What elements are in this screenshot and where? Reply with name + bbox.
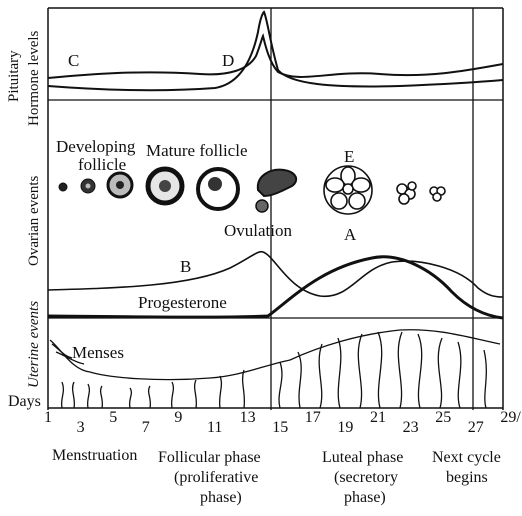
follicle-growing-core: [159, 180, 171, 192]
side-label-ovarian: Ovarian events: [26, 175, 42, 266]
phase-follicular: Follicular phase: [158, 449, 261, 466]
phase-follicular-phase: phase): [200, 489, 242, 506]
progesterone-curve: [47, 255, 504, 320]
label-c: C: [68, 51, 79, 70]
follicle-primary-core: [85, 183, 91, 189]
label-b: B: [180, 257, 191, 276]
day-tick-8: 15: [272, 419, 288, 436]
phase-next-begins: begins: [446, 469, 488, 486]
follicle-sequence: [58, 166, 298, 213]
day-tick-9: 17: [305, 409, 321, 426]
day-tick-15: 29/1: [500, 409, 522, 426]
phase-menstruation: Menstruation: [52, 447, 137, 464]
pituitary-curves: [47, 10, 504, 92]
label-ovulation: Ovulation: [224, 221, 292, 240]
label-follicle: follicle: [78, 155, 126, 174]
corpus-luteum-sequence: [323, 165, 446, 215]
day-tick-10: 19: [337, 419, 353, 436]
corpus-albicans: [429, 186, 446, 202]
label-menses: Menses: [72, 343, 124, 362]
day-tick-6: 11: [207, 419, 222, 436]
uterine-lining: [48, 329, 503, 409]
day-tick-12: 23: [403, 419, 419, 436]
corpus-luteum: [323, 165, 373, 215]
curve-labels: C D E B A Progesterone: [68, 51, 357, 312]
follicle-secondary-core: [116, 181, 124, 189]
label-progesterone: Progesterone: [138, 293, 227, 312]
phase-next-cycle: Next cycle: [432, 449, 501, 466]
label-developing: Developing: [56, 137, 136, 156]
phase-luteal-phase: phase): [344, 489, 386, 506]
menses-bleeding: [51, 343, 85, 365]
label-d: D: [222, 51, 234, 70]
hormone-curve-b: [47, 250, 504, 298]
day-tick-3: 5: [109, 409, 117, 426]
phase-luteal-secretory: (secretory: [334, 469, 398, 486]
day-tick-13: 25: [435, 409, 451, 426]
side-labels: Pituitary Hormone levels Ovarian events …: [6, 30, 42, 388]
hormone-curve-c: [47, 33, 504, 79]
side-label-pituitary: Pituitary: [6, 50, 22, 102]
day-tick-11: 21: [370, 409, 386, 426]
follicle-primordial: [58, 182, 68, 192]
uterine-glands-secretory: [278, 331, 487, 409]
days-label: Days: [8, 393, 41, 410]
day-tick-2: 3: [77, 419, 85, 436]
side-label-uterine: Uterine events: [26, 301, 42, 388]
endometrium-surface: [49, 329, 501, 381]
uterine-glands-menses: [60, 381, 104, 409]
ovarian-text-labels: Developing follicle Mature follicle Ovul…: [56, 137, 292, 240]
ovarian-hormone-curves: [47, 250, 504, 320]
phase-follicular-proliferative: (proliferative: [174, 469, 258, 486]
uterine-glands-proliferative: [128, 369, 246, 409]
label-mature-follicle: Mature follicle: [146, 141, 248, 160]
mature-follicle-oocyte: [208, 177, 222, 191]
day-tick-14: 27: [468, 419, 484, 436]
side-label-hormone-levels: Hormone levels: [26, 30, 42, 126]
corpus-luteum-regressing: [396, 181, 417, 205]
released-ovum: [255, 199, 269, 213]
day-tick-4: 7: [142, 419, 150, 436]
label-e: E: [344, 147, 354, 166]
day-tick-1: 1: [44, 409, 52, 426]
day-tick-7: 13: [240, 409, 256, 426]
label-a: A: [344, 225, 357, 244]
hormone-curve-d: [47, 10, 504, 92]
day-tick-5: 9: [174, 409, 182, 426]
phase-labels: Menstruation Follicular phase (prolifera…: [52, 447, 501, 506]
phase-luteal: Luteal phase: [322, 449, 403, 466]
rupturing-follicle: [256, 168, 298, 198]
